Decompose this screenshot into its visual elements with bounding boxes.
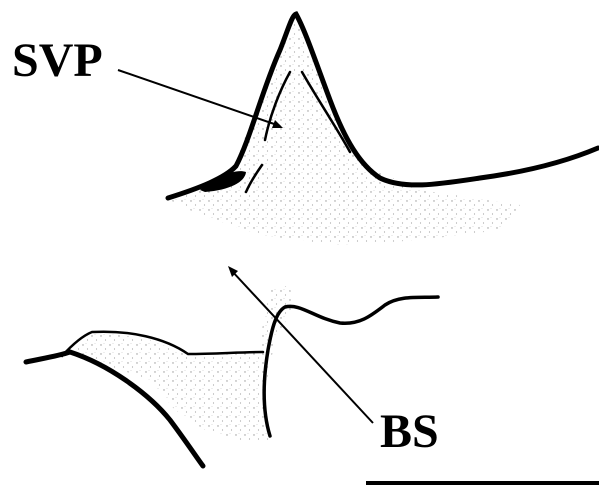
svp-label: SVP — [12, 34, 103, 87]
lower-stippled-region — [70, 285, 292, 440]
bs-arrowhead — [228, 266, 238, 277]
bs-arrow-line — [230, 269, 374, 424]
upper-stippled-region — [170, 20, 520, 245]
inner-line-3 — [244, 163, 264, 194]
svp-arrow-line — [117, 69, 281, 127]
inner-line-2 — [300, 70, 352, 154]
lower-left-outline — [23, 349, 206, 469]
bs-label: BS — [380, 405, 439, 458]
svp-arrowhead — [272, 120, 283, 128]
lower-right-outline — [262, 295, 440, 438]
inner-line-1 — [263, 70, 292, 142]
upper-outline — [165, 11, 599, 201]
dark-blob — [200, 171, 246, 192]
lower-left-top-outline — [60, 330, 265, 358]
